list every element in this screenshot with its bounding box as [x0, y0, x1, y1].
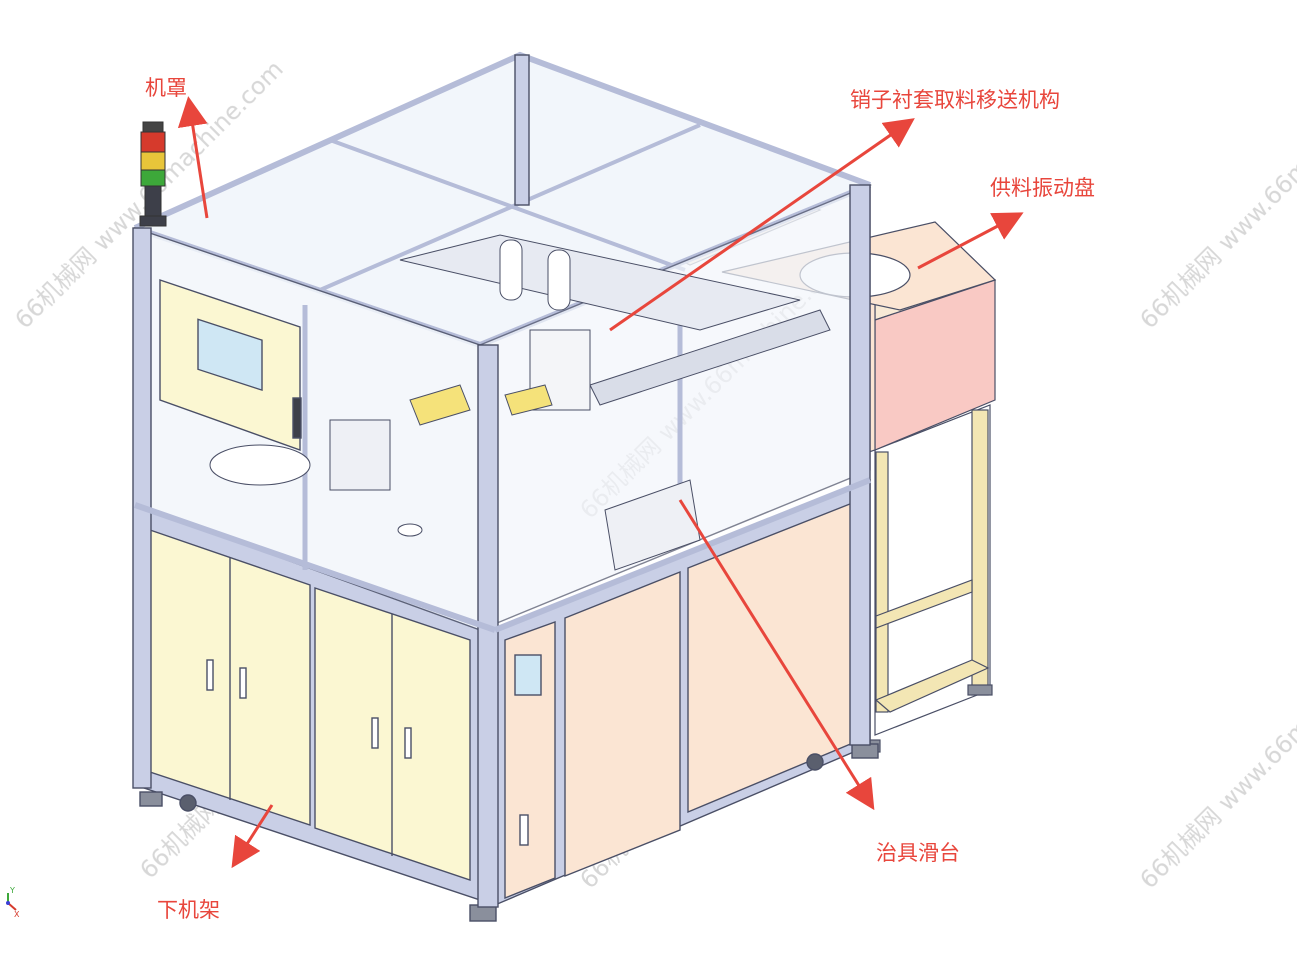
axis-x-label: X [14, 910, 20, 919]
watermark-text: 66机械网 www.66machine.com [1134, 615, 1297, 894]
axis-y-label: Y [9, 886, 15, 895]
internal-mechanism [209, 234, 831, 571]
pin-bushing-arrow [609, 118, 915, 332]
fixture-slide-arrow [678, 499, 875, 811]
label-pin-bushing-mechanism: 销子衬套取料移送机构 [850, 88, 1060, 112]
lower-frame [134, 478, 879, 922]
hood-arrow [177, 96, 209, 219]
lower-frame-arrow [231, 804, 274, 869]
label-vibratory-feeder: 供料振动盘 [990, 176, 1095, 200]
label-lower-frame: 下机架 [157, 898, 220, 922]
watermark-text: 66机械网 www.66machine.com [1134, 55, 1297, 334]
signal-tower [139, 121, 167, 227]
label-hood: 机罩 [145, 76, 187, 100]
vibratory-feeder-arrow [917, 212, 1024, 270]
axis-triad: Y X [6, 886, 20, 919]
callout-arrows [177, 96, 1024, 869]
label-fixture-slide: 治具滑台 [876, 841, 960, 865]
